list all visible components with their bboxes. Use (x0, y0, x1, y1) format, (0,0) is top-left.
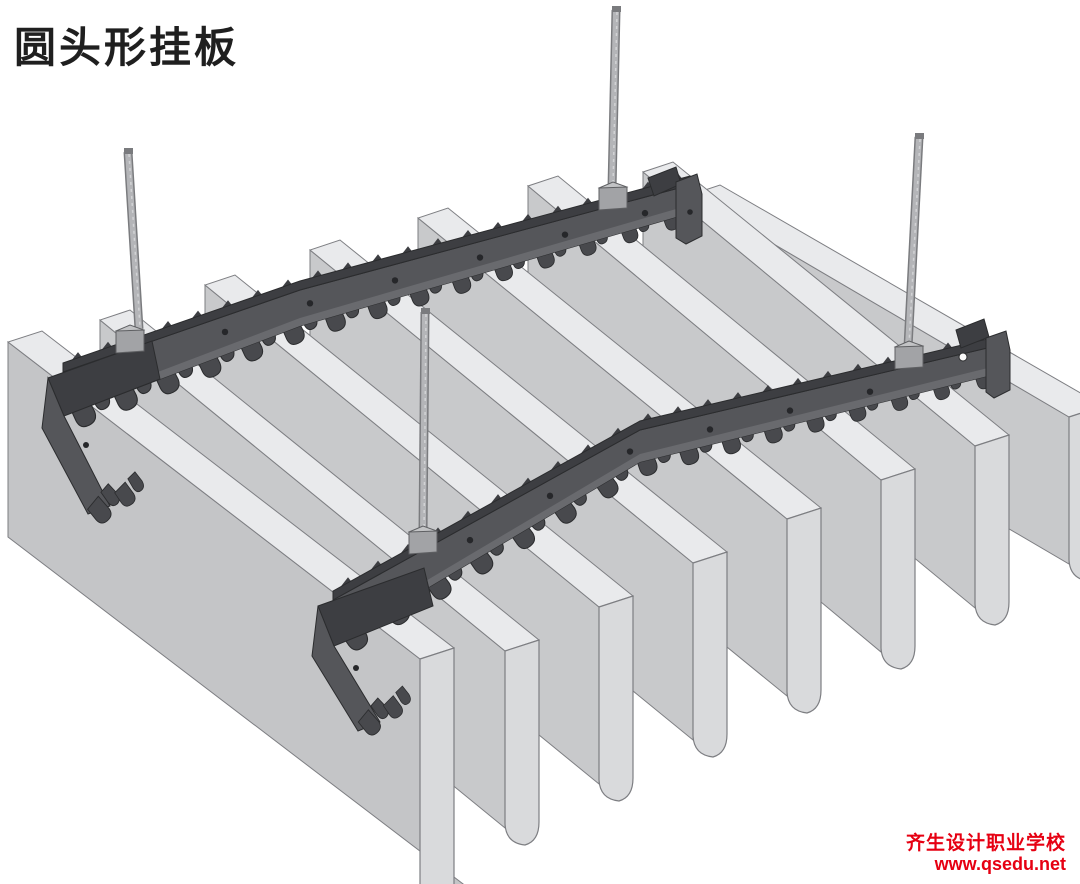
panel-round-end (786, 507, 822, 714)
carrier-web-hole (353, 665, 359, 671)
panel-round-end (1068, 412, 1080, 580)
carrier-web-hole (866, 388, 874, 395)
carrier-through-hole (958, 352, 968, 362)
rod-body (125, 151, 142, 330)
carrier-rail-front (311, 318, 1011, 736)
carrier-web-hole (476, 254, 484, 261)
hanger-rod (597, 6, 629, 211)
rod-body (420, 311, 428, 533)
rod-connector-block (407, 525, 439, 555)
carrier-lip (63, 205, 690, 416)
hanger-rod (114, 148, 146, 354)
rod-thread (128, 153, 141, 328)
carrier-web-hole (221, 328, 229, 336)
carrier-end-cap (675, 173, 703, 245)
carrier-clip (382, 685, 411, 719)
rod-cap (612, 6, 621, 12)
carrier-clip (114, 471, 144, 507)
rod-body (609, 9, 619, 189)
panel-round-end (880, 468, 916, 670)
carrier-web-hole (306, 300, 314, 307)
carrier-web-hole (83, 442, 89, 448)
panel-round-end (504, 639, 540, 846)
panel-round-end (419, 647, 455, 884)
carrier-end-cap (985, 330, 1011, 399)
panel-round-end (692, 551, 728, 758)
hanger-rod (407, 308, 439, 555)
watermark-website: www.qsedu.net (934, 853, 1066, 874)
rod-connector-block (893, 340, 925, 370)
carrier-web-hole (786, 407, 794, 414)
carrier-web-hole (706, 426, 714, 433)
carrier-rails (41, 166, 1011, 736)
rod-thread (423, 313, 427, 531)
rod-cap (124, 148, 133, 154)
rod-cap (421, 308, 430, 314)
panel-round-end (974, 434, 1010, 626)
rod-thread (612, 11, 618, 187)
carrier-web-hole (546, 492, 554, 500)
watermark-school: 齐生设计职业学校 (905, 833, 1066, 855)
carrier-web-hole (626, 448, 634, 455)
panel-round-end (598, 595, 634, 802)
hanger-rods (114, 6, 925, 555)
page-title: 圆头形挂板 (14, 26, 240, 72)
rod-connector-block (597, 181, 629, 211)
hanger-rod (893, 133, 925, 370)
rod-cap (915, 133, 924, 139)
carrier-web-hole (391, 277, 399, 284)
carrier-web-hole (641, 209, 649, 217)
watermark: 齐生设计职业学校 www.qsedu.net (906, 834, 1066, 874)
rod-body (905, 136, 922, 348)
carrier-web-hole (466, 536, 474, 544)
carrier-rail-rear (41, 166, 703, 524)
carrier-web-hole (561, 231, 569, 238)
rod-connector-block (114, 324, 146, 354)
carrier-web-hole (687, 209, 693, 215)
